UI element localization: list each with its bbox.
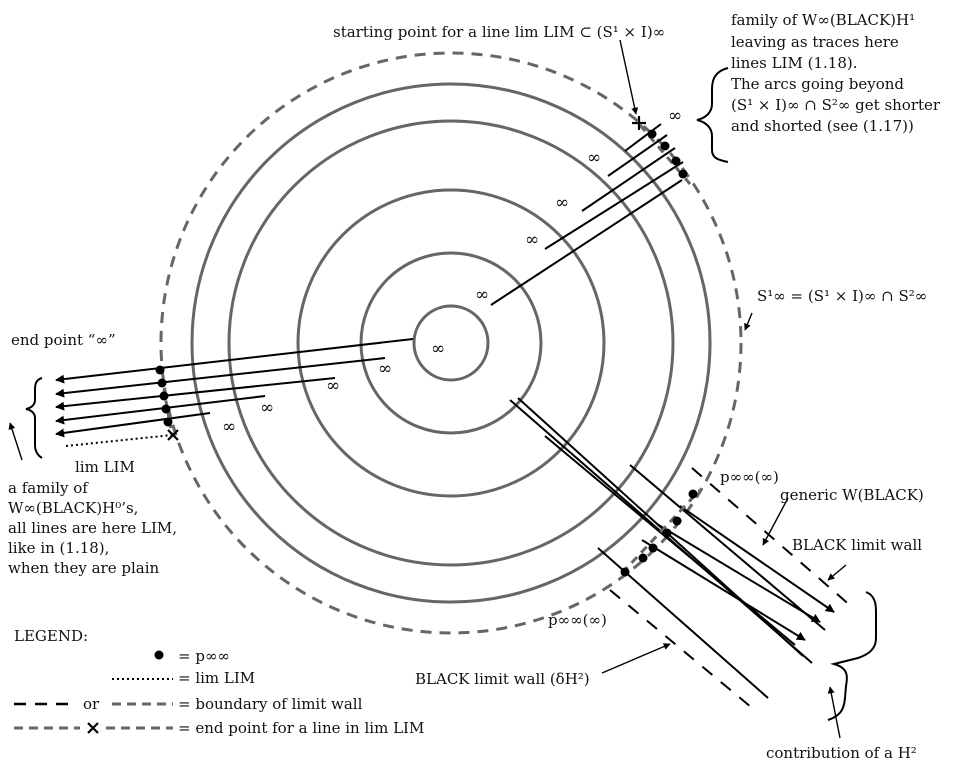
black-limit-wall-label: BLACK limit wall xyxy=(792,536,922,554)
start-point-label: starting point for a line lim LIM ⊂ (S¹ … xyxy=(333,23,665,41)
svg-text:lines LIM (1.18).: lines LIM (1.18). xyxy=(731,54,857,72)
svg-text:like in (1.18),: like in (1.18), xyxy=(8,539,109,557)
brace-top-right xyxy=(696,67,729,163)
p-point xyxy=(161,404,171,414)
ring-2 xyxy=(296,188,606,498)
p-point xyxy=(647,129,657,139)
svg-text:leaving as traces here: leaving as traces here xyxy=(731,33,899,51)
ring-4 xyxy=(190,82,712,604)
svg-text:a family of: a family of xyxy=(8,479,89,497)
p-point xyxy=(678,169,688,179)
p-point xyxy=(159,391,169,401)
p-infinity-top-label: p∞∞(∞) xyxy=(720,468,779,486)
contribution-label: contribution of a H² xyxy=(766,744,917,762)
legend-row-2: = lim LIM xyxy=(178,669,255,687)
p-point xyxy=(660,141,670,151)
legend-or: or xyxy=(83,695,100,713)
p-point xyxy=(638,553,648,563)
p-point xyxy=(163,417,173,427)
lower-right-line-family xyxy=(509,397,853,713)
legend: LEGEND: = p∞∞ = lim LIM or = boundary of… xyxy=(14,627,424,737)
p-infinity-bottom-label: p∞∞(∞) xyxy=(548,611,607,629)
start-cross-marker xyxy=(632,116,646,130)
legend-row-3: = boundary of limit wall xyxy=(178,695,363,713)
svg-text:when they are plain: when they are plain xyxy=(8,559,160,577)
svg-text:family of W∞(BLACK)H¹: family of W∞(BLACK)H¹ xyxy=(731,11,915,29)
p-point xyxy=(671,156,681,166)
lim-lim-label: lim LIM xyxy=(75,458,135,476)
infinity-label: ∞ xyxy=(475,285,489,305)
black-limit-wall-delta-label: BLACK limit wall (δH²) xyxy=(415,670,590,688)
s-infinity-label: S¹∞ = (S¹ × I)∞ ∩ S²∞ xyxy=(757,287,927,305)
infinity-label: ∞ xyxy=(222,417,236,437)
infinity-label: ∞ xyxy=(555,193,569,213)
p-point xyxy=(620,567,630,577)
infinity-label: ∞ xyxy=(668,106,682,126)
upper-right-line-family xyxy=(490,116,692,306)
infinity-labels: ∞ ∞ ∞ ∞ ∞ ∞ ∞ ∞ ∞ ∞ xyxy=(222,106,682,437)
infinity-label: ∞ xyxy=(525,230,539,250)
family-top-note: family of W∞(BLACK)H¹ leaving as traces … xyxy=(731,11,941,135)
p-point xyxy=(648,543,658,553)
ring-1 xyxy=(359,251,543,435)
legend-row-1: = p∞∞ xyxy=(178,647,230,665)
legend-x-symbol xyxy=(87,722,99,734)
p-point xyxy=(672,516,682,526)
generic-w-black-label: generic W(BLACK) xyxy=(780,486,924,504)
brace-bottom-right xyxy=(827,591,877,721)
left-line-family xyxy=(55,338,414,447)
legend-title: LEGEND: xyxy=(14,627,88,645)
svg-text:and shorted (see (1.17)): and shorted (see (1.17)) xyxy=(731,117,914,135)
ring-3 xyxy=(227,119,675,567)
p-point xyxy=(155,365,165,375)
svg-text:The arcs going beyond: The arcs going beyond xyxy=(731,75,904,93)
infinity-label: ∞ xyxy=(587,148,601,168)
family-left-note: a family of W∞(BLACK)H⁰’s, all lines are… xyxy=(8,479,177,577)
infinity-label: ∞ xyxy=(326,376,340,396)
svg-text:(S¹ × I)∞ ∩ S²∞ get shorter: (S¹ × I)∞ ∩ S²∞ get shorter xyxy=(731,96,941,114)
limit-wall-upper xyxy=(691,467,853,608)
infinity-label: ∞ xyxy=(378,359,392,379)
outer-dashed-boundary xyxy=(159,51,743,635)
ring-0 xyxy=(412,304,490,382)
infinity-label: ∞ xyxy=(431,339,445,359)
svg-text:W∞(BLACK)H⁰’s,: W∞(BLACK)H⁰’s, xyxy=(8,499,138,517)
legend-row-4: = end point for a line in lim LIM xyxy=(178,719,424,737)
limit-wall-lower xyxy=(609,589,758,713)
legend-dot-symbol xyxy=(154,650,164,660)
brace-left xyxy=(25,377,43,459)
end-point-label: end point “∞” xyxy=(11,331,116,349)
lim-lim-dotted-line xyxy=(65,434,173,447)
p-point xyxy=(157,378,167,388)
p-point xyxy=(688,489,698,499)
infinity-label: ∞ xyxy=(260,398,274,418)
svg-text:all lines are here LIM,: all lines are here LIM, xyxy=(8,519,177,537)
end-x-marker xyxy=(167,429,179,441)
p-point xyxy=(662,528,672,538)
